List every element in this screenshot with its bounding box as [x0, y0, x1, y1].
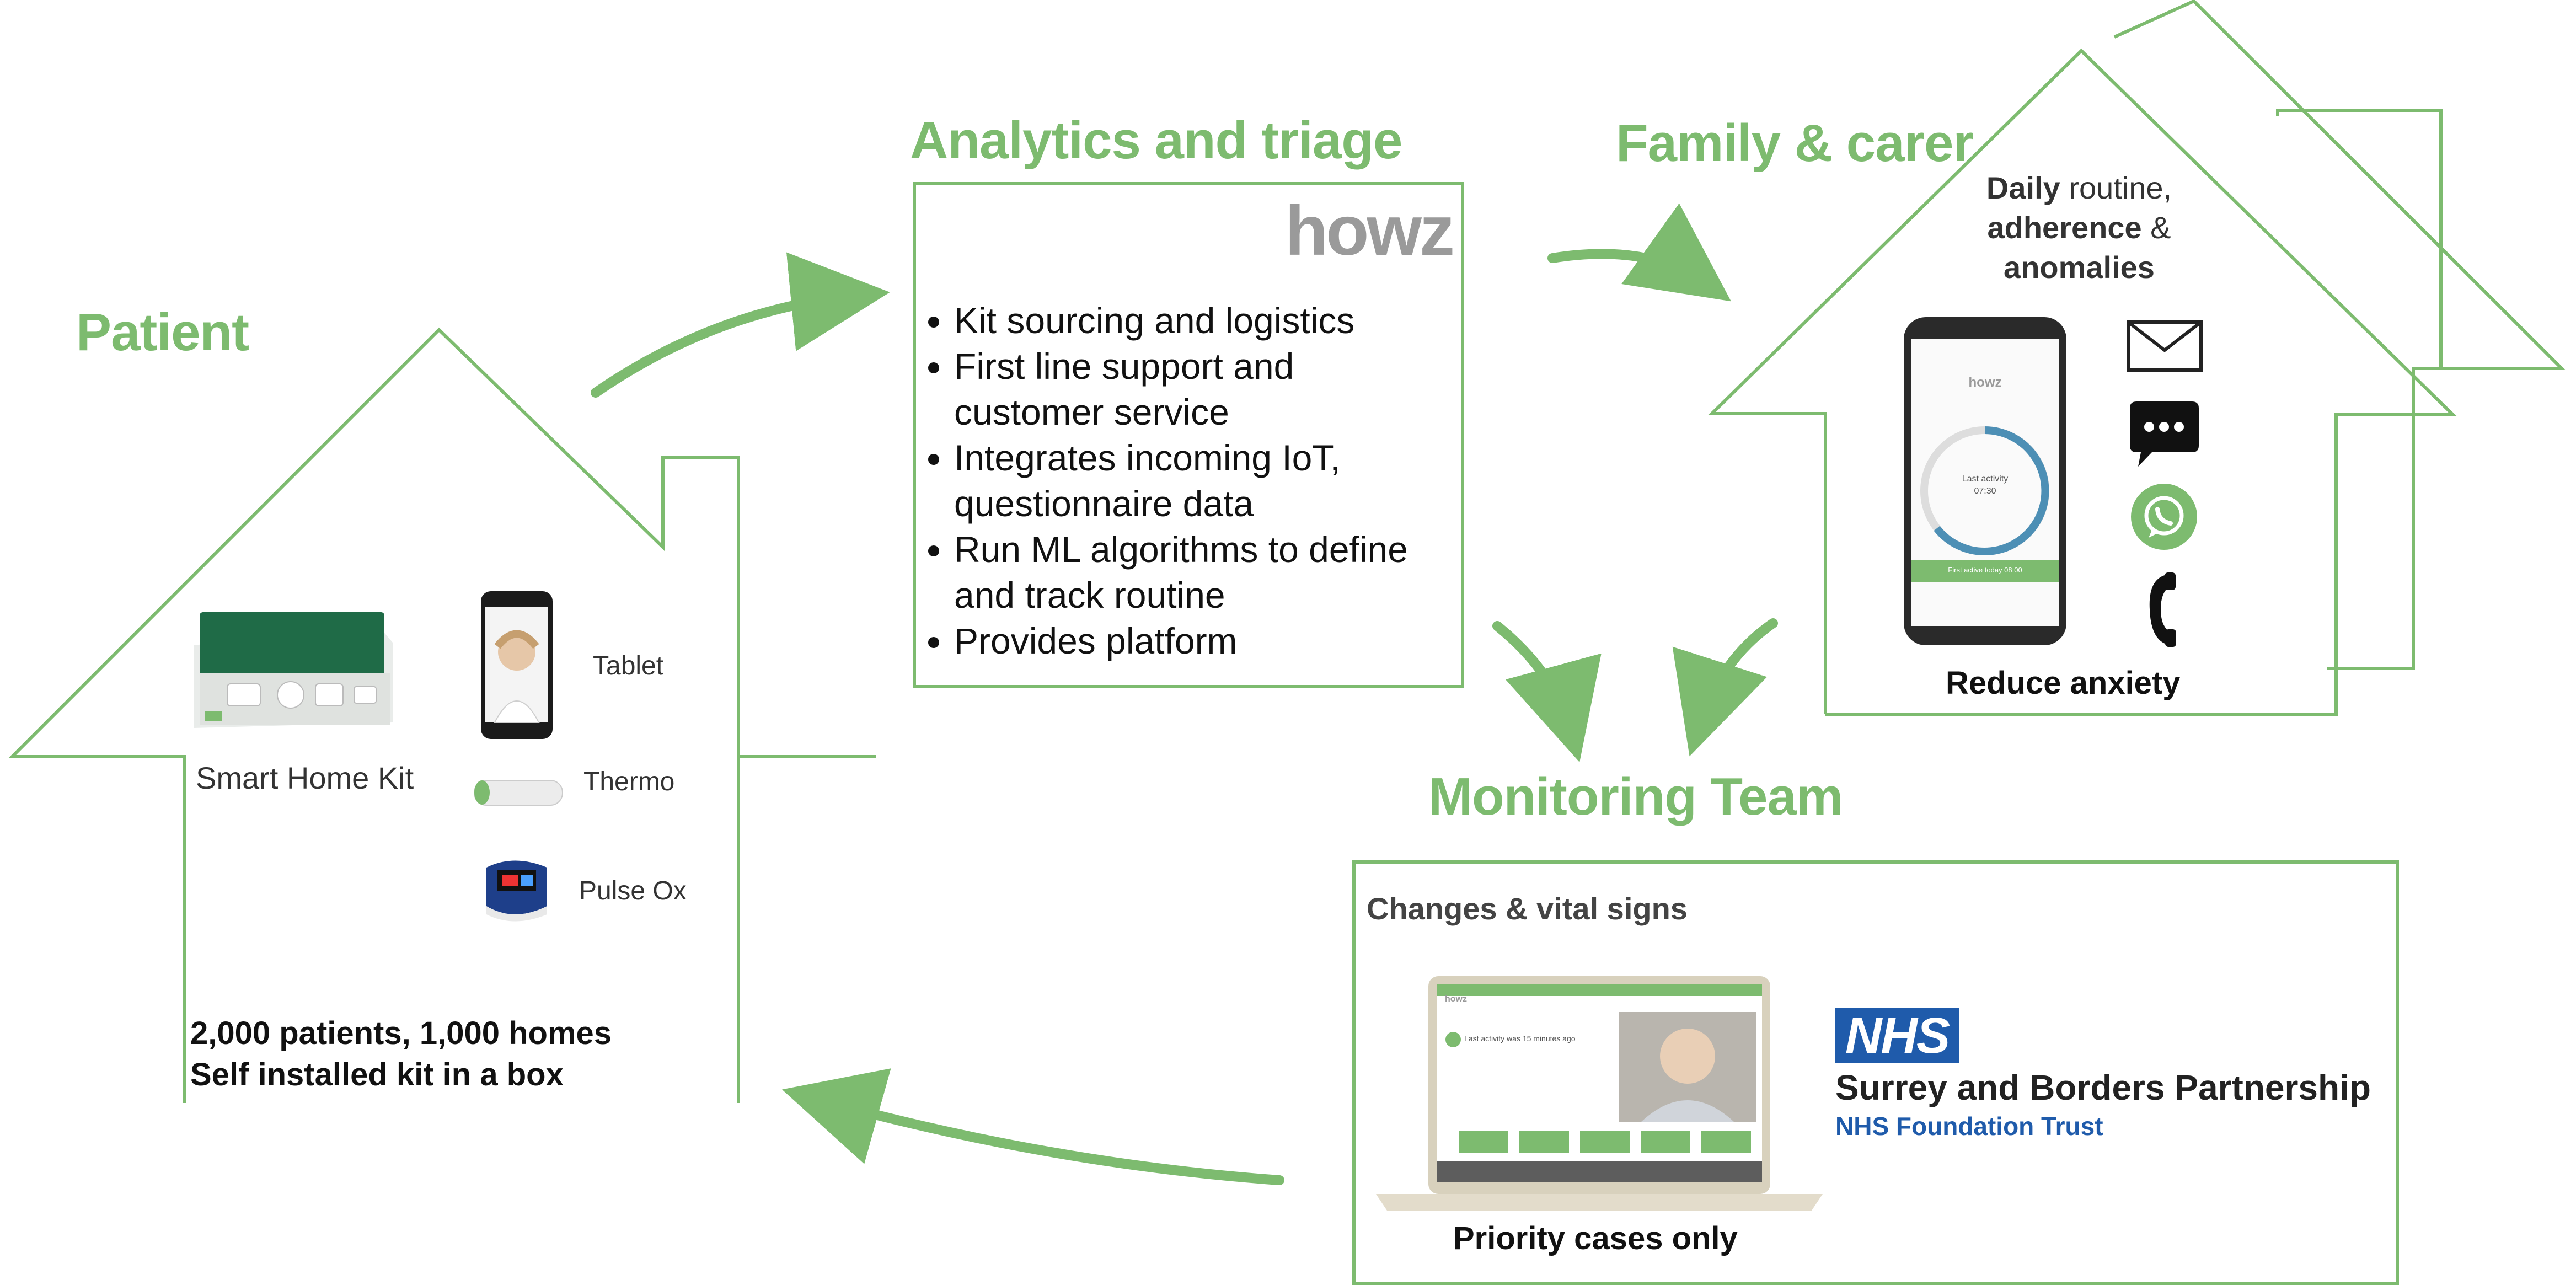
- smart-home-kit-image: [194, 612, 395, 728]
- thermometer-image: [470, 775, 566, 811]
- analytics-bullet: Provides platform: [954, 618, 1450, 664]
- arrow-analytics-to-family: [1547, 203, 1731, 302]
- laptop-image: [1376, 976, 1823, 1213]
- pulse-ox-label: Pulse Ox: [579, 876, 687, 906]
- heading-family: Family & carer: [1616, 114, 1974, 173]
- family-caption: Daily routine, adherence & anomalies: [1941, 168, 2217, 287]
- tablet-image: [481, 591, 553, 739]
- family-back-house-outline: [2113, 0, 2566, 670]
- caption-routine: routine,: [2060, 170, 2172, 205]
- arrow-patient-to-analytics: [591, 252, 890, 398]
- caption-adherence: adherence: [1987, 210, 2142, 245]
- whatsapp-icon: [2130, 483, 2199, 552]
- caption-anomalies: anomalies: [2004, 250, 2155, 285]
- heading-analytics: Analytics and triage: [910, 111, 1402, 170]
- analytics-bullet-list: Kit sourcing and logistics First line su…: [926, 298, 1450, 664]
- caption-daily: Daily: [1986, 170, 2060, 205]
- laptop-app-logo: howz: [1445, 994, 1467, 1004]
- chat-bubble-icon: [2130, 401, 2199, 468]
- phone-handset-icon: [2145, 572, 2178, 647]
- analytics-bullet: Integrates incoming IoT, questionnaire d…: [954, 435, 1450, 527]
- laptop-status-text: Last activity was 15 minutes ago: [1464, 1034, 1576, 1043]
- smartphone-image: [1904, 317, 2066, 645]
- smart-home-kit-label: Smart Home Kit: [196, 761, 414, 795]
- caption-amp: &: [2141, 210, 2171, 245]
- analytics-bullet: Run ML algorithms to define and track ro…: [954, 527, 1450, 618]
- patient-footer-line1: 2,000 patients, 1,000 homes: [190, 1015, 612, 1051]
- arrow-analytics-to-monitoring: [1492, 621, 1602, 763]
- phone-activity-time: 07:30: [1974, 486, 1996, 496]
- tablet-label: Tablet: [593, 651, 664, 681]
- heading-monitoring: Monitoring Team: [1428, 767, 1843, 826]
- family-footer: Reduce anxiety: [1946, 665, 2181, 701]
- howz-logo-text: howz: [1285, 191, 1455, 270]
- phone-first-active: First active today 08:00: [1948, 566, 2022, 574]
- phone-app-logo: howz: [1968, 375, 2002, 390]
- analytics-bullet: First line support and customer service: [954, 344, 1450, 435]
- patient-house-outline: [8, 327, 876, 1103]
- nhs-trust-name: NHS Foundation Trust: [1835, 1112, 2103, 1141]
- arrow-monitoring-to-patient: [781, 1068, 1284, 1185]
- family-back-chimney: [2276, 109, 2443, 370]
- heading-patient: Patient: [76, 303, 249, 362]
- monitoring-title: Changes & vital signs: [1367, 891, 1688, 926]
- thermo-label: Thermo: [583, 767, 675, 796]
- nhs-logo-badge: NHS: [1835, 1008, 1959, 1063]
- analytics-bullet: Kit sourcing and logistics: [954, 298, 1450, 344]
- monitoring-footer: Priority cases only: [1453, 1220, 1738, 1256]
- arrow-family-to-monitoring: [1672, 618, 1778, 757]
- envelope-icon: [2126, 320, 2203, 372]
- family-house-outline: [1707, 48, 2457, 716]
- phone-activity-label: Last activity: [1962, 474, 2009, 484]
- nhs-organisation-name: Surrey and Borders Partnership: [1835, 1068, 2371, 1107]
- analytics-box: [913, 182, 1464, 688]
- patient-footer-line2: Self installed kit in a box: [190, 1057, 564, 1093]
- howz-logo: howz: [1285, 190, 1455, 271]
- pulse-oximeter-image: [481, 854, 555, 925]
